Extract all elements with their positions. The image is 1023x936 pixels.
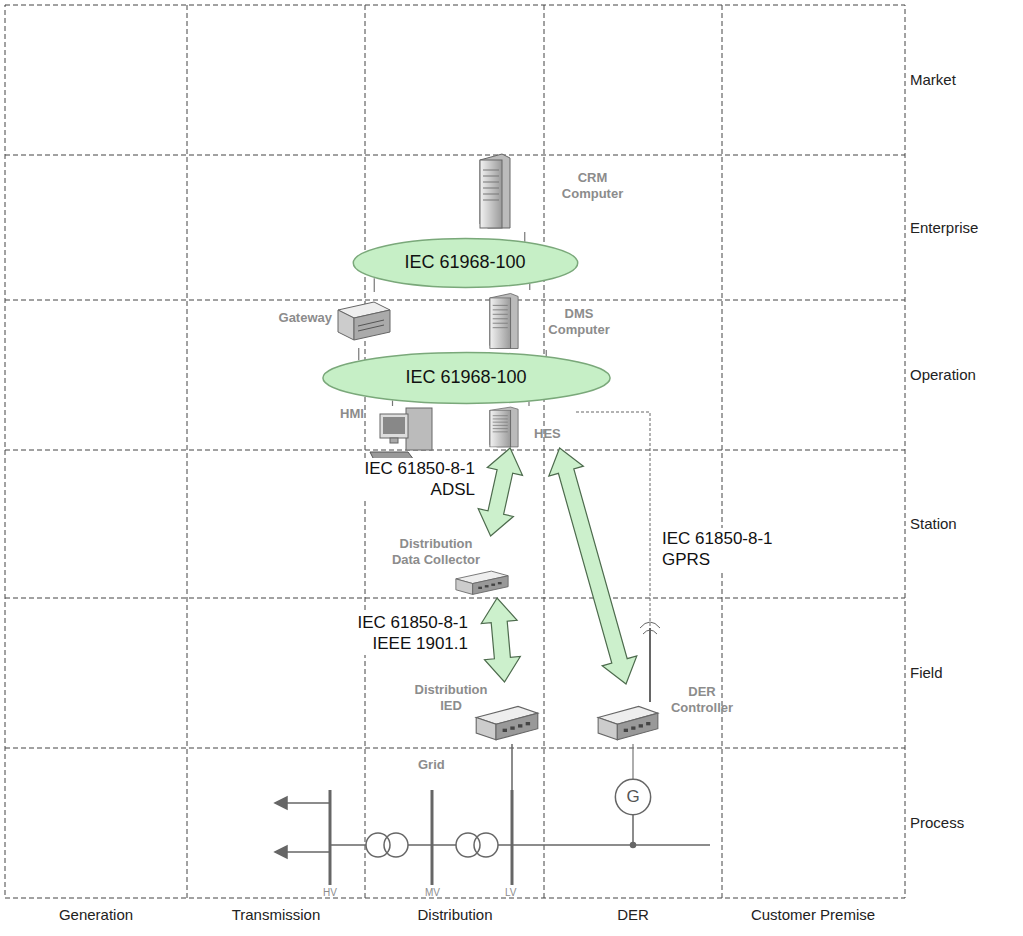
protocol-label: IEC 61850-8-1 ADSL [325,458,475,501]
protocol-label: IEC 61850-8-1 GPRS [662,528,812,571]
data-collector: Distribution Data Collector [384,536,514,598]
dms-computer: DMS Computer [480,290,630,350]
hes: HES [484,406,574,448]
protocol-arrow [549,448,637,684]
voltage-label: HV [323,887,337,898]
voltage-label: MV [425,887,440,898]
link-line [358,348,359,360]
server-icon [488,292,520,350]
gateway: Gateway [268,292,398,348]
distribution-ied: Distribution IED [410,682,545,744]
zone-label: Operation [910,366,976,383]
zone-label: Field [910,664,943,681]
device-icon [454,568,510,596]
hmi-icon [368,406,443,462]
link-line [546,350,547,356]
server-icon [478,152,512,230]
protocol-arrow [481,598,520,682]
node-label: Distribution Data Collector [384,536,488,567]
grid-label: Grid [418,757,445,772]
domain-label: Generation [59,906,133,923]
protocol-label: IEC 61850-8-1 IEEE 1901.1 [318,612,468,655]
link-line [528,401,529,406]
gateway-icon [334,296,394,344]
node-label: DMS Computer [538,306,620,337]
domain-label: Customer Premise [751,906,875,923]
node-label: HES [534,426,570,442]
domain-label: Transmission [232,906,321,923]
node-label: HMI [340,406,368,422]
hmi: HMI [340,406,445,462]
protocol-arrow [478,448,522,536]
node-label: Gateway [268,310,332,326]
link-line [529,284,530,290]
device-icon [596,702,660,742]
zone-label: Enterprise [910,219,978,236]
voltage-label: LV [505,887,517,898]
server-icon [488,406,520,448]
der-controller: DER Controller [596,684,746,744]
zone-label: Station [910,515,957,532]
node-label: Distribution IED [410,682,492,713]
domain-label: Distribution [417,906,492,923]
zone-label: Market [910,71,956,88]
generator-circle: G [615,779,651,815]
bus-ellipse: IEC 61968-100 [320,352,613,404]
node-label: CRM Computer [555,170,630,201]
link-line [632,744,633,779]
node-label: DER Controller [662,684,742,715]
crm-computer: CRM Computer [470,150,632,232]
node-label: IEC 61968-100 [351,252,580,274]
zone-label: Process [910,814,964,831]
link-line [374,278,375,292]
node-label: G [615,787,651,807]
bus-ellipse: IEC 61968-100 [351,238,580,288]
domain-label: DER [617,906,649,923]
device-icon [474,702,540,742]
link-line [392,400,393,406]
node-label: IEC 61968-100 [320,367,613,389]
link-line [524,232,525,242]
